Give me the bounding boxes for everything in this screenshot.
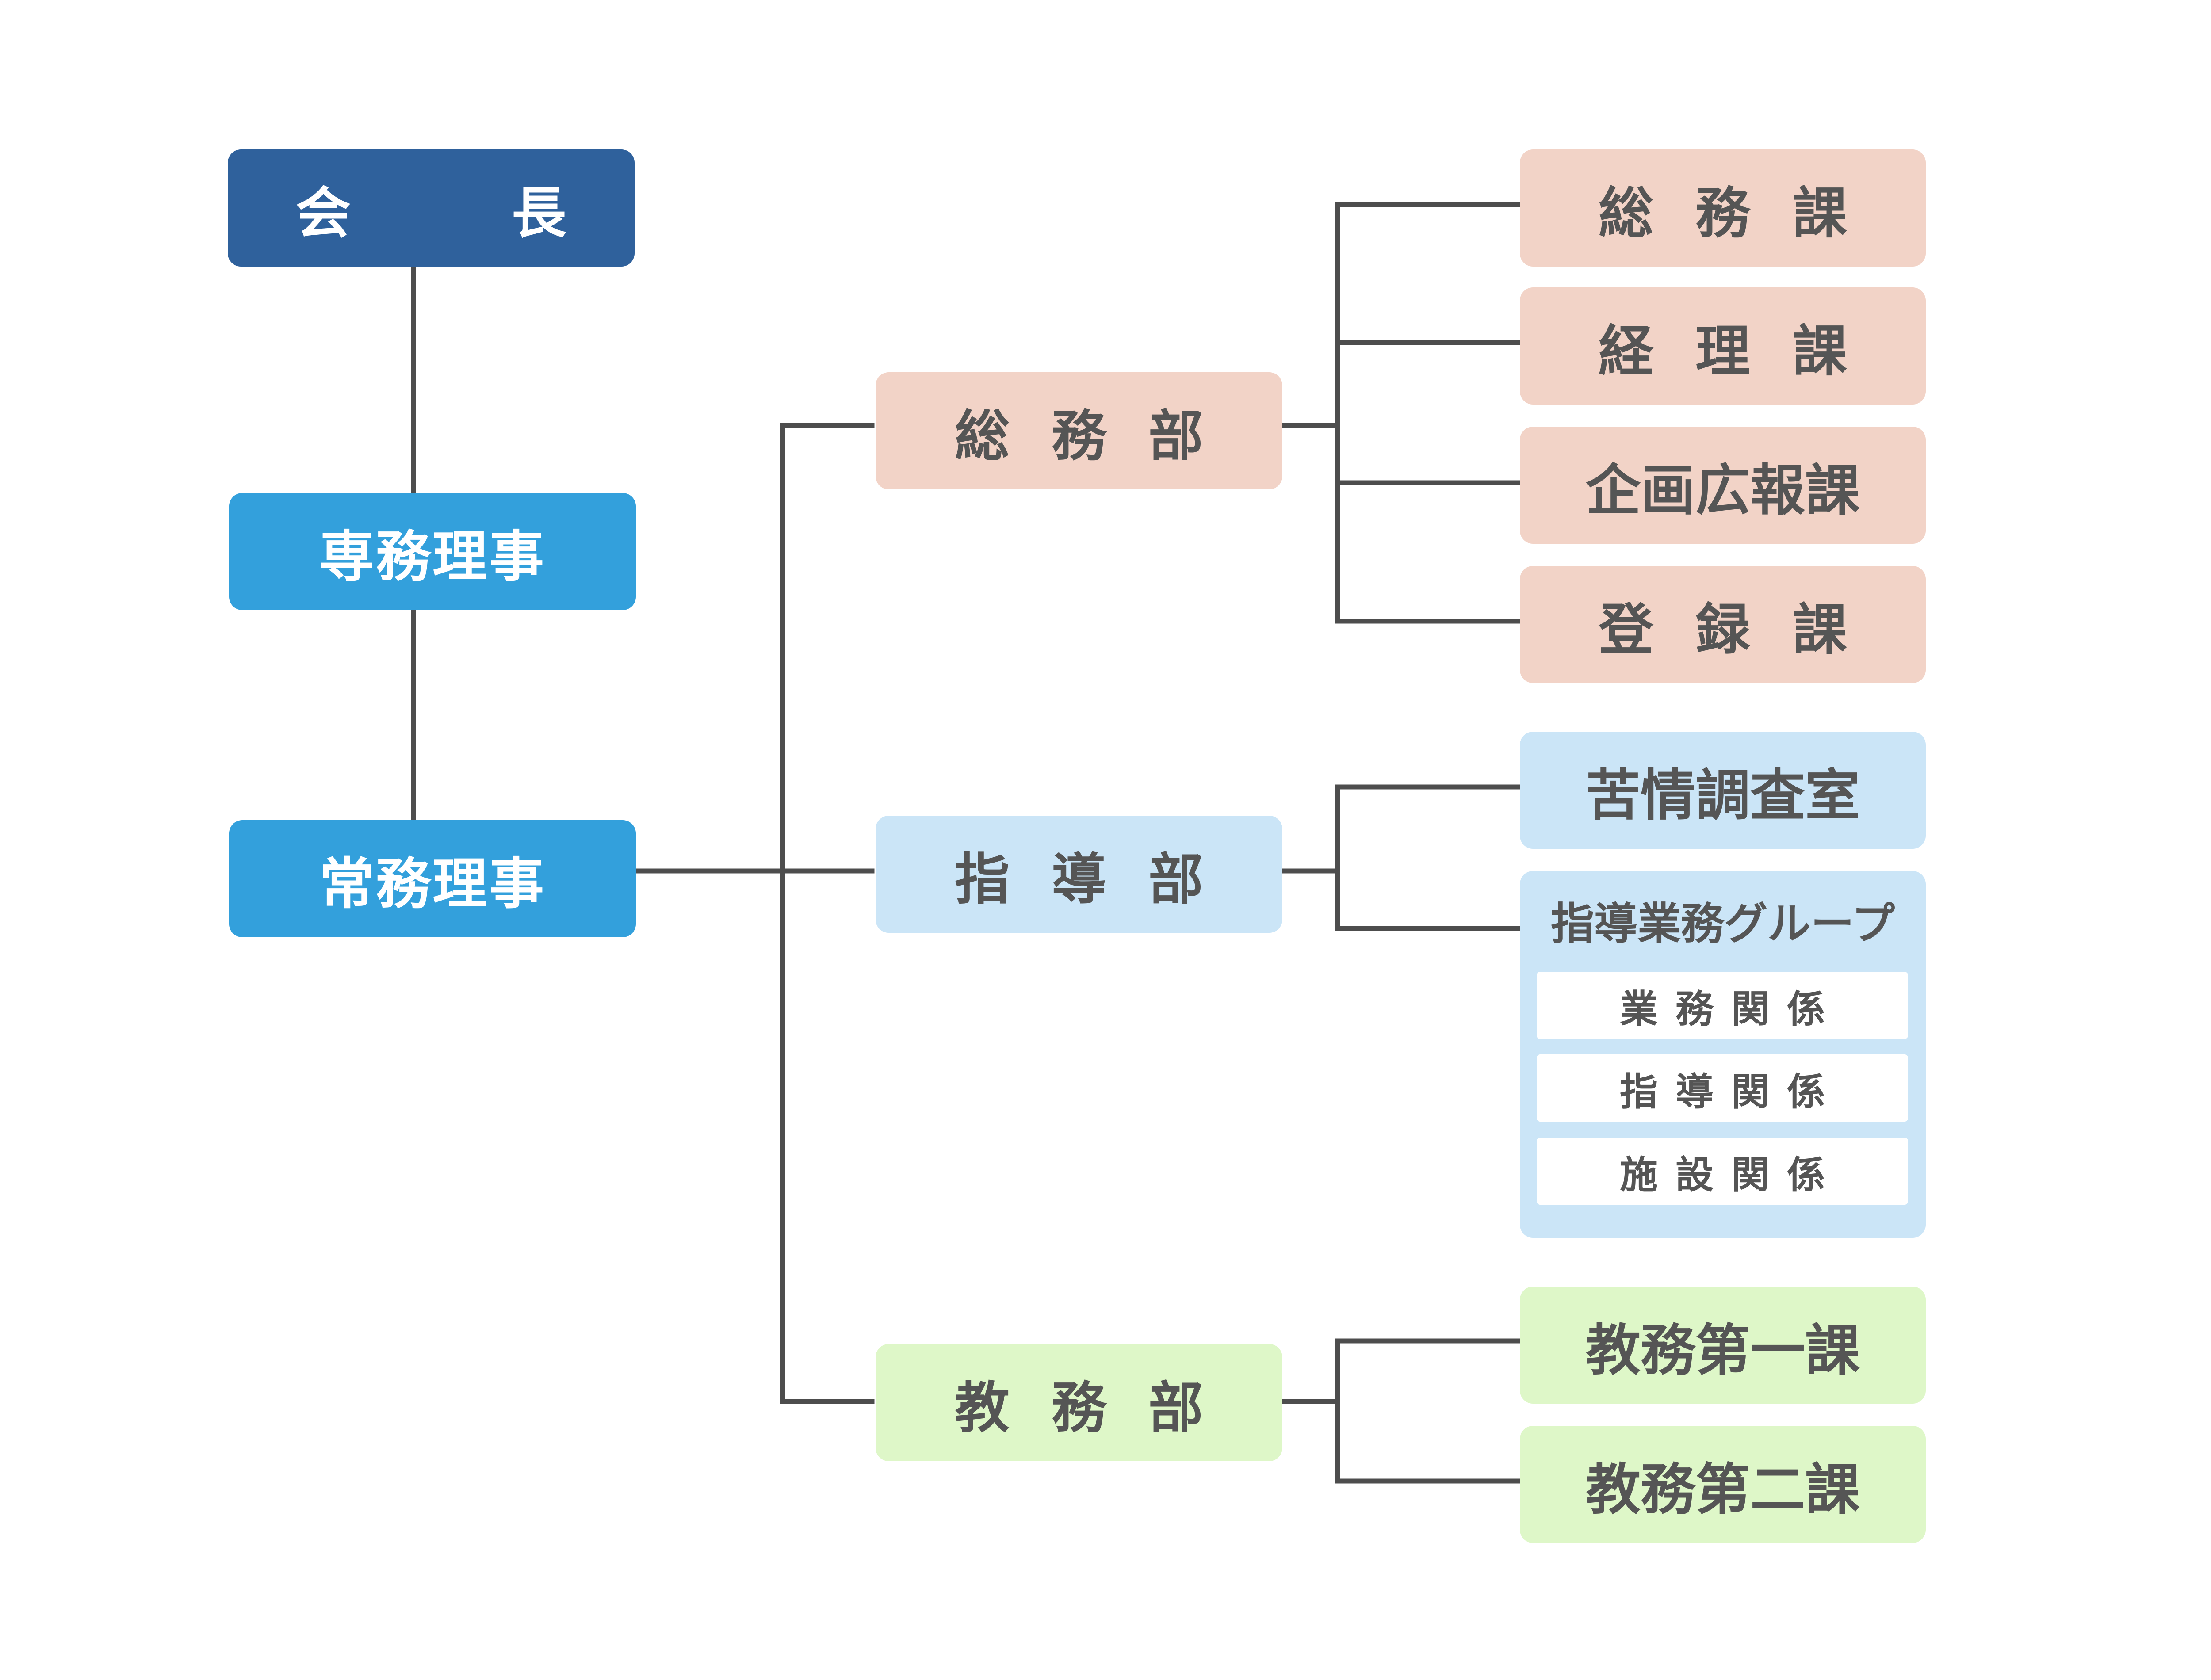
dept-guidance: 指導部 [876, 816, 1282, 933]
group-unit-label: 施設関係 [1620, 1153, 1843, 1197]
connector-academic-affairs-sections [1280, 1338, 1522, 1484]
section-complaint-investigation: 苦情調査室 [1520, 732, 1926, 849]
section-academic-1: 教務第一課 [1520, 1287, 1926, 1404]
managing-director-box: 常務理事 [229, 820, 636, 937]
executive-director-label: 専務理事 [319, 525, 546, 589]
dept-general-affairs-label: 総務部 [954, 404, 1245, 468]
section-label: 苦情調査室 [1585, 764, 1860, 828]
section-label: 教務第一課 [1585, 1318, 1860, 1382]
connector-general-affairs-sections [1280, 202, 1522, 624]
section-label: 企画広報課 [1585, 458, 1860, 523]
group-unit-facilities: 施設関係 [1537, 1138, 1908, 1205]
chair-box: 会 長 [228, 149, 635, 267]
managing-director-label: 常務理事 [319, 852, 546, 916]
dept-academic-affairs: 教務部 [876, 1344, 1282, 1461]
dept-guidance-label: 指導部 [954, 848, 1245, 912]
section-label: 登録課 [1598, 598, 1889, 662]
group-unit-guidance: 指導関係 [1537, 1054, 1908, 1122]
dept-academic-affairs-label: 教務部 [954, 1376, 1245, 1440]
section-general-affairs: 総務課 [1520, 149, 1926, 267]
chair-label: 会 長 [295, 181, 620, 245]
group-unit-label: 指導関係 [1620, 1069, 1843, 1114]
group-unit-operations: 業務関係 [1537, 972, 1908, 1039]
guidance-work-group-title: 指導業務グループ [1550, 899, 1895, 949]
section-planning-pr: 企画広報課 [1520, 427, 1926, 544]
executive-director-box: 専務理事 [229, 493, 636, 610]
section-label: 総務課 [1598, 181, 1889, 245]
section-accounting: 経理課 [1520, 287, 1926, 405]
section-label: 経理課 [1598, 319, 1889, 383]
group-unit-label: 業務関係 [1620, 987, 1843, 1031]
section-registration: 登録課 [1520, 566, 1926, 683]
connector-guidance-sections [1280, 784, 1522, 931]
section-label: 教務第二課 [1585, 1458, 1860, 1522]
section-academic-2: 教務第二課 [1520, 1426, 1926, 1543]
connector-managing-departments [634, 423, 875, 1404]
guidance-work-group: 指導業務グループ 業務関係 指導関係 施設関係 [1520, 871, 1926, 1238]
dept-general-affairs: 総務部 [876, 372, 1282, 489]
